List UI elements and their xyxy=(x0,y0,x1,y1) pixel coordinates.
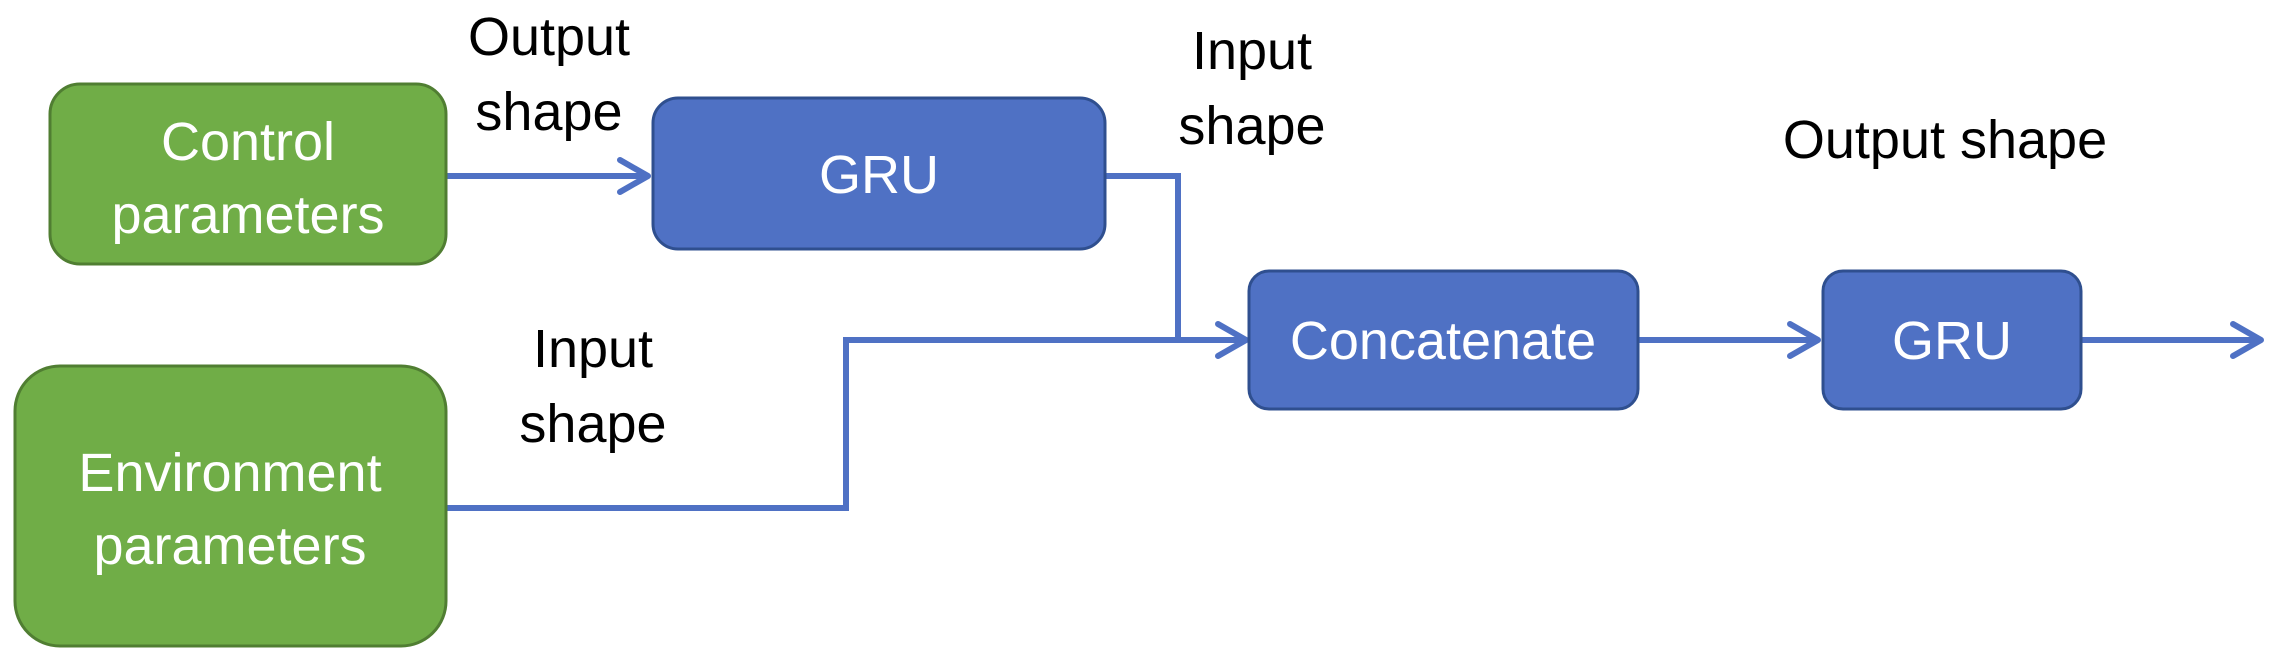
environment-parameters-label-line2: parameters xyxy=(93,516,366,576)
concatenate-label: Concatenate xyxy=(1290,311,1596,371)
control-parameters-box xyxy=(48,82,448,266)
edge-env-to-concat xyxy=(446,337,1240,511)
gru2-output-shape-label: Output shape xyxy=(1783,110,2107,170)
node-control-parameters: Control parameters xyxy=(48,82,448,266)
edge-gru-to-concat xyxy=(1105,173,1240,343)
gru-1-label: GRU xyxy=(819,145,939,205)
env-input-shape-label-line1: Input xyxy=(533,319,653,379)
edge-labels: Output shape Input shape Input shape Out… xyxy=(468,7,2107,454)
node-concatenate: Concatenate xyxy=(1247,269,1640,411)
connectors xyxy=(446,157,2264,511)
node-gru-1: GRU xyxy=(651,96,1107,251)
control-output-shape-label-line1: Output xyxy=(468,7,630,67)
gru-1-box xyxy=(651,96,1107,251)
arrowhead-to-concat xyxy=(1215,321,1249,359)
node-gru-2: GRU xyxy=(1821,269,2083,411)
arrowhead-control-to-gru xyxy=(617,157,651,195)
arrowhead-concat-to-gru2 xyxy=(1787,321,1821,359)
arrowhead-gru2-output xyxy=(2230,321,2264,359)
control-output-shape-label-line2: shape xyxy=(475,82,622,142)
gru-2-box xyxy=(1821,269,2083,411)
concatenate-box xyxy=(1247,269,1640,411)
gru-2-label: GRU xyxy=(1892,311,2012,371)
control-parameters-label-line2: parameters xyxy=(111,185,384,245)
gru-input-shape-label-line1: Input xyxy=(1192,21,1312,81)
control-parameters-label-line1: Control xyxy=(161,112,335,172)
env-input-shape-label-line2: shape xyxy=(519,394,666,454)
node-environment-parameters: Environment parameters xyxy=(13,364,448,648)
environment-parameters-box xyxy=(13,364,448,648)
gru-input-shape-label-line2: shape xyxy=(1178,96,1325,156)
environment-parameters-label-line1: Environment xyxy=(78,443,381,503)
